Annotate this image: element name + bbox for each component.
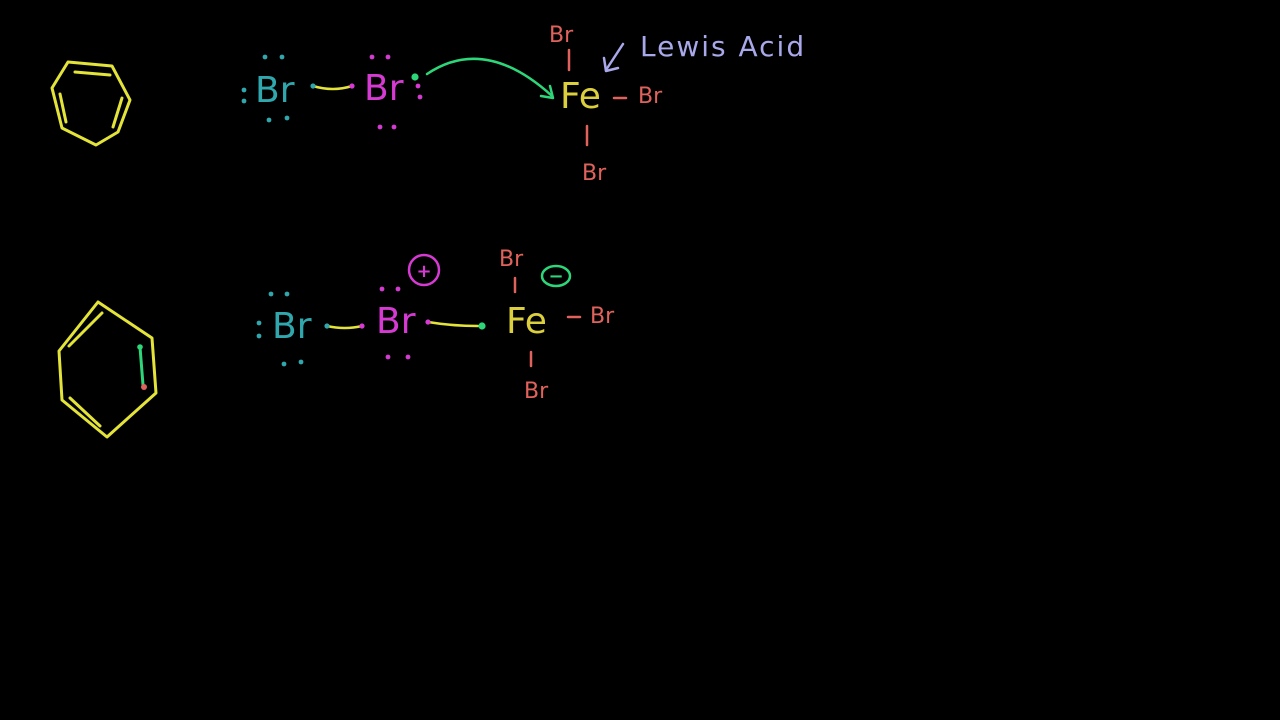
lone-pair-dots: [241, 54, 290, 123]
electron-pair-dot: [411, 73, 419, 81]
electron-transfer-arrow: [425, 57, 555, 100]
bromine-molecule-top: Br Br: [241, 54, 423, 130]
bromine-ligand-top: Br: [549, 23, 574, 48]
lewis-acid-annotation: Lewis Acid: [602, 30, 806, 73]
shared-electron-dot: [478, 322, 486, 330]
br-br-bond: [311, 84, 354, 91]
bromine-atom-left: Br: [272, 306, 312, 347]
iron-tetrabromide-bottom: Br − Fe Br Br: [499, 247, 615, 404]
positive-charge-sign: +: [416, 261, 431, 282]
pi-bond-highlight: [138, 345, 145, 387]
negative-charge: −: [540, 264, 572, 288]
benzene-ring-bottom: [57, 300, 158, 439]
positive-charge: +: [407, 253, 441, 287]
bromine-ligand-bottom: Br: [582, 161, 607, 186]
iron-tribromide-top: Br Fe Br Br: [549, 23, 663, 186]
iron-atom: Fe: [560, 76, 601, 117]
bromine-ligand-top: Br: [499, 247, 524, 272]
benzene-ring-top: [50, 60, 132, 147]
bromine-complex-bottom: Br Br +: [256, 253, 486, 367]
bromine-atom-center: Br: [376, 301, 416, 342]
pi-bond-end-dot: [141, 384, 147, 390]
iron-atom: Fe: [506, 301, 547, 342]
bromine-ligand-right: Br: [638, 84, 663, 109]
lone-pair-dots: [369, 54, 423, 130]
bromine-ligand-bottom: Br: [524, 379, 549, 404]
negative-charge-sign: −: [548, 266, 563, 287]
lewis-acid-label: Lewis Acid: [640, 30, 806, 63]
bromine-ligand-right: Br: [590, 304, 615, 329]
bromine-atom-left: Br: [255, 70, 295, 111]
br-br-bond: [325, 324, 364, 330]
lone-pair-dots: [256, 291, 304, 367]
bromine-atom-right: Br: [364, 68, 404, 109]
br-fe-bond: [426, 320, 480, 328]
lone-pair-dots: [379, 286, 411, 360]
